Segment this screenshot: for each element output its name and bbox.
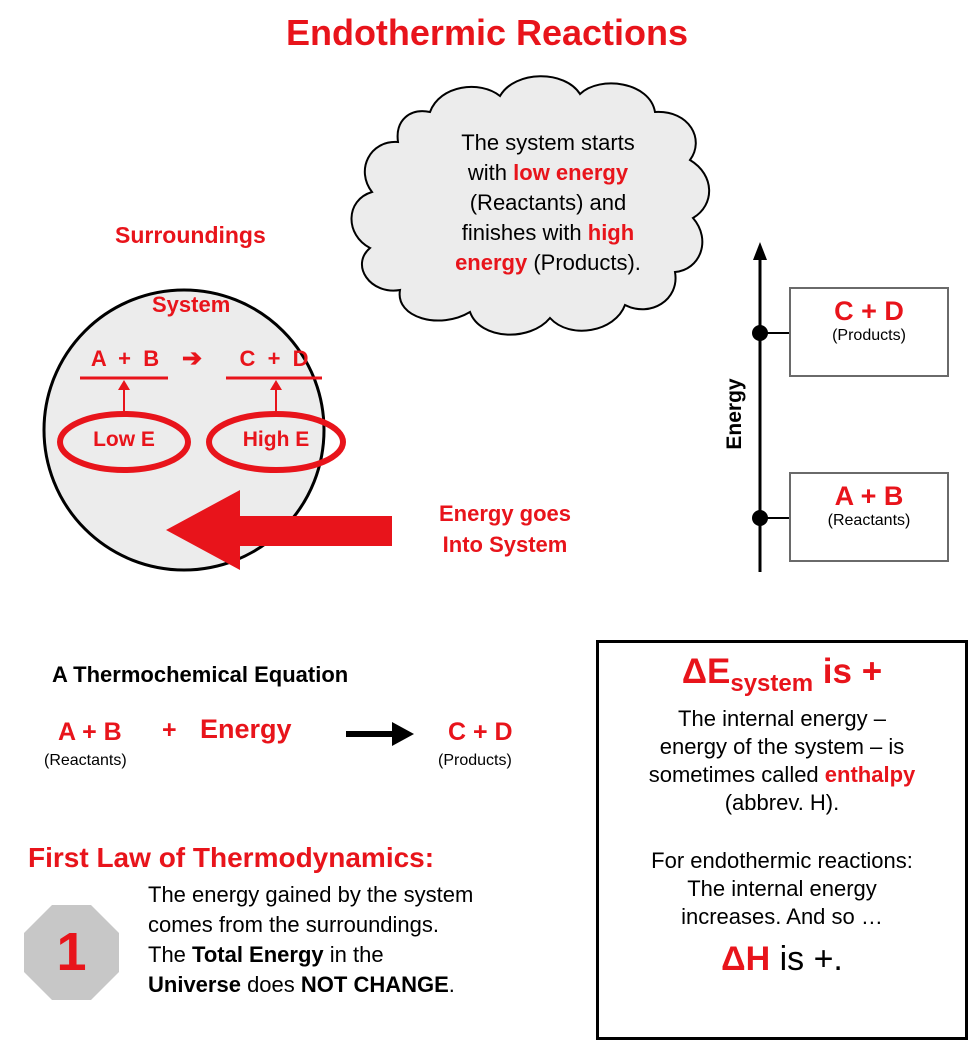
reactants-level-box — [789, 472, 949, 562]
first-law-line-2: comes from the surroundings. — [148, 912, 440, 937]
thermo-reactants: A + B — [58, 718, 122, 746]
cloud-line-2: with low energy — [467, 160, 629, 185]
first-law-line-3: The Total Energy in the — [148, 942, 384, 967]
energy-flow-line-2: Into System — [442, 532, 568, 557]
products-equation: C + D — [239, 346, 309, 371]
delta-h-line: ΔH is +. — [721, 940, 843, 978]
info-line-7: increases. And so … — [681, 904, 883, 929]
reactants-box-main: A + B — [834, 481, 904, 511]
first-law-line-4: Universe does NOT CHANGE. — [148, 972, 455, 997]
system-label: System — [152, 292, 231, 317]
cloud-line-5: energy (Products). — [455, 250, 641, 275]
energy-in-arrow — [166, 490, 392, 570]
high-e-ellipse — [206, 411, 346, 473]
cloud-line-3: (Reactants) and — [469, 190, 627, 215]
thermo-reactants-sub: (Reactants) — [44, 752, 127, 769]
info-line-6: The internal energy — [687, 876, 877, 901]
cloud-line-4: finishes with high — [461, 220, 635, 245]
thermo-energy: Energy — [200, 714, 292, 744]
first-law-line-1: The energy gained by the system — [148, 882, 474, 907]
thermo-plus: + — [162, 716, 177, 744]
low-e-label: Low E — [93, 428, 155, 451]
energy-flow-line-1: Energy goes — [438, 501, 572, 526]
info-line-1: The internal energy – — [678, 706, 886, 731]
page-title: Endothermic Reactions — [285, 12, 689, 53]
thermo-products-sub: (Products) — [438, 752, 512, 769]
first-law-heading: First Law of Thermodynamics: — [28, 842, 435, 873]
reactants-equation: A + B — [90, 346, 160, 371]
info-line-5: For endothermic reactions: — [651, 848, 913, 873]
low-e-ellipse — [57, 411, 191, 473]
reactants-box-sub: (Reactants) — [827, 512, 911, 529]
reaction-arrow — [392, 722, 414, 746]
energy-flow-label: Energy goes Into System — [410, 498, 600, 560]
high-e-label: High E — [242, 428, 310, 451]
info-line-2: energy of the system – is — [659, 734, 905, 759]
delta-e-heading: ΔEsystem is + — [681, 652, 883, 697]
cloud-text: The system starts with low energy (React… — [398, 128, 698, 278]
delta-e-info-box: ΔEsystem is + The internal energy – ener… — [596, 640, 968, 1040]
products-box-sub: (Products) — [832, 327, 906, 344]
thermo-heading: A Thermochemical Equation — [52, 662, 349, 687]
number-octagon — [24, 905, 119, 1000]
first-law-body: The energy gained by the system comes fr… — [148, 880, 473, 1000]
reactants-box-text: A + B (Reactants) — [790, 481, 948, 530]
energy-axis-label: Energy — [723, 378, 746, 450]
cloud-line-1: The system starts — [461, 130, 635, 155]
first-law-number: 1 — [56, 922, 87, 982]
info-line-4: (abbrev. H). — [724, 790, 840, 815]
info-line-3: sometimes called enthalpy — [648, 762, 916, 787]
products-box-text: C + D (Products) — [790, 296, 948, 345]
reaction-arrow-glyph: ➔ — [182, 345, 203, 372]
surroundings-label: Surroundings — [115, 222, 266, 248]
thermo-products: C + D — [448, 718, 513, 746]
thought-cloud — [350, 75, 711, 336]
products-box-main: C + D — [834, 296, 904, 326]
products-level-box — [789, 287, 949, 377]
